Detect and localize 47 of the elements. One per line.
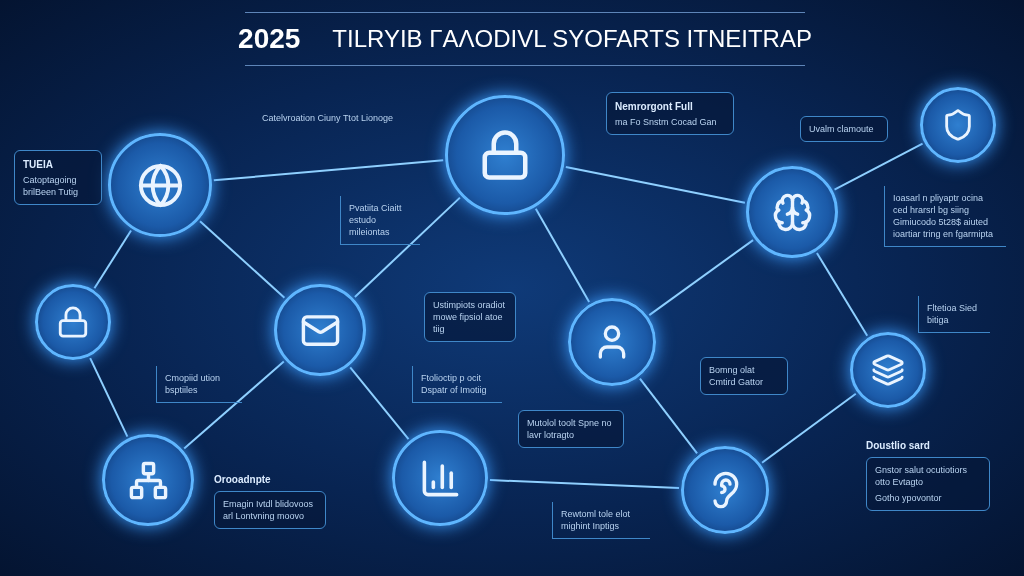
box-heading: TUEIA [23,158,54,172]
connector-line [349,366,410,441]
box-text: Bomng olat Cmtird Gattor [709,364,764,388]
box-text: Uvalm clamoute [809,123,875,135]
box-text: Mutolol toolt Spne no lavr lotragto [527,417,613,441]
box-text: Gnstor salut ocutiotiors otto Evtagto [875,464,969,488]
box-text: Emagin Ivtdl blidovoos arl Lontvning moovo [223,498,315,522]
bracketed-note [340,196,420,245]
bracketed-note [884,186,1006,247]
note-text: Cmopiid ution bsptiiles [165,372,222,396]
connector-line [353,196,461,298]
connector-line [638,377,699,455]
box-text: Ustimpiots oradiot mowe fipsiol atoe tiig [433,299,507,335]
note-text: Pvatiita Ciaitt estudo mileiontas [349,202,403,238]
bracketed-note [412,366,502,403]
info-box [424,292,516,342]
section-heading: Orooadnpte [214,473,272,487]
info-box [606,92,734,135]
diagram-title: TILRYIB ΓAΛODIVL SYOFARTS ITNEITRAP [332,24,812,54]
connector-line [488,479,681,490]
bracketed-note [156,366,242,403]
connector-line [212,159,445,182]
connector-line [648,239,755,317]
connector-line [93,229,133,290]
year-label: 2025 [238,22,301,56]
connector-line [564,166,746,204]
box-heading: Nemrorgont Full [615,100,694,114]
note-text: Ftolioctip p ocit Dspatr of Imotiig [421,372,488,396]
box-text: Gotho ypovontor [875,492,943,504]
bracketed-note [552,502,650,539]
connector-line [199,220,286,299]
note-text: Fltetioa Sied bitiga [927,302,979,326]
floating-label: Catelvroation Ciuny Ttot Lionoge [262,112,393,125]
info-box [518,410,624,448]
note-text: Ioasarl n pliyaptr ocina ced hrarsrl bg siing Gimiucodo 5t28$ aiuted ioartiar tring en fgarmipta [893,192,995,240]
connector-line [183,360,285,450]
box-text: ma Fo Snstm Cocad Gan [615,116,718,128]
box-text: Catoptagoing brilBeen Tutig [23,174,80,198]
connector-line [534,207,591,304]
info-box [14,150,102,205]
bracketed-note [918,296,990,333]
info-box [800,116,888,142]
note-text: Rewtoml tole elot mighint Inptigs [561,508,632,532]
connector-line [815,252,869,337]
info-box [700,357,788,395]
connector-line [761,392,857,464]
section-heading: Doustlio sard [866,439,931,453]
